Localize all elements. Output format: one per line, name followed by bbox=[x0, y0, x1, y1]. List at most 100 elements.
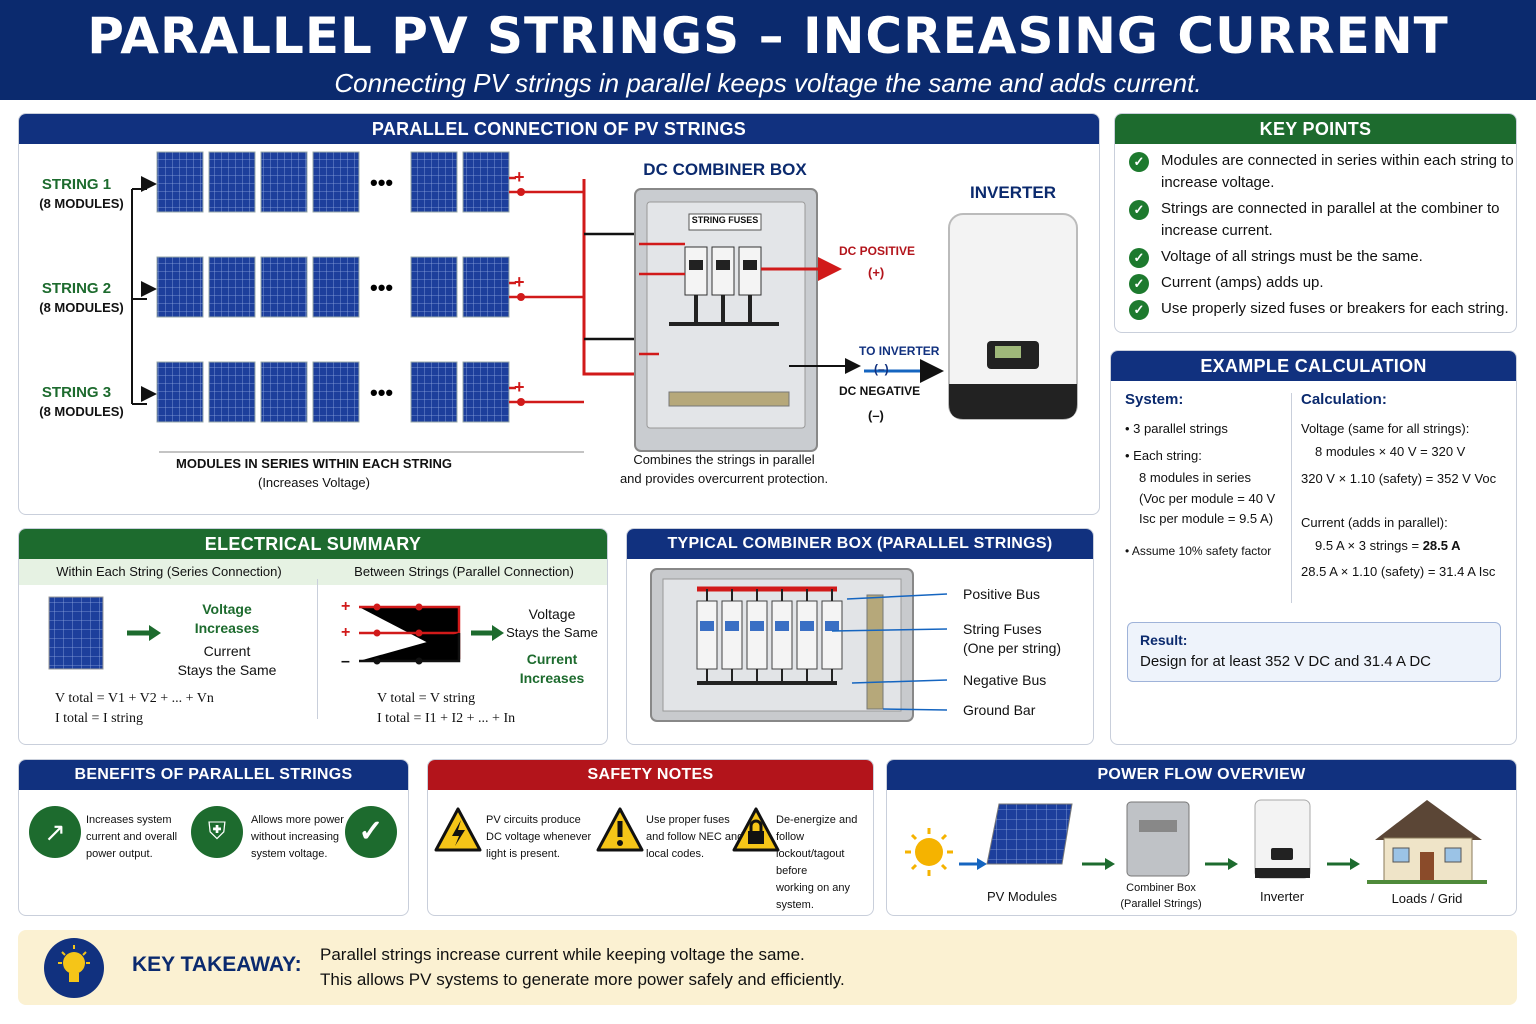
pv-module bbox=[156, 361, 204, 423]
page-subtitle: Connecting PV strings in parallel keeps … bbox=[334, 68, 1202, 98]
string-bracket bbox=[131, 188, 147, 405]
power-flow-panel: POWER FLOW OVERVIEW PV Modules Combiner … bbox=[886, 759, 1517, 916]
series-voltage-label: Voltage bbox=[202, 601, 252, 617]
pv-module bbox=[462, 151, 510, 213]
pv-module bbox=[312, 361, 360, 423]
string-fuse bbox=[746, 600, 768, 670]
combiner-box bbox=[634, 188, 842, 452]
svg-text:–: – bbox=[341, 653, 350, 670]
safety-title: SAFETY NOTES bbox=[428, 760, 873, 790]
string-fuse bbox=[796, 600, 818, 670]
series-subheading: Within Each String (Series Connection) bbox=[56, 564, 282, 579]
svg-text:+: + bbox=[341, 598, 350, 615]
flow-loads-label: Loads / Grid bbox=[1391, 891, 1463, 906]
typical-combiner-panel: TYPICAL COMBINER BOX (PARALLEL STRINGS) … bbox=[626, 528, 1094, 745]
key-points-list: ✓Modules are connected in series within … bbox=[1115, 150, 1516, 320]
benefits-title: BENEFITS OF PARALLEL STRINGS bbox=[19, 760, 408, 790]
ellipsis-dots: ••• bbox=[370, 380, 393, 405]
combiner-desc-line2: and provides overcurrent protection. bbox=[619, 471, 829, 486]
flow-combiner-label: Combiner Box bbox=[1126, 882, 1196, 894]
example-title: EXAMPLE CALCULATION bbox=[1111, 351, 1516, 381]
power-flow-title: POWER FLOW OVERVIEW bbox=[887, 760, 1516, 790]
calculation-heading: Calculation: bbox=[1301, 391, 1387, 408]
dc-positive-label: DC POSITIVE bbox=[839, 244, 916, 258]
combiner-title: DC COMBINER BOX bbox=[643, 160, 807, 179]
parallel-current-effect: Increases bbox=[519, 670, 585, 686]
pv-module bbox=[260, 256, 308, 318]
check-icon: ✓ bbox=[1129, 274, 1149, 294]
pv-module bbox=[462, 361, 510, 423]
svg-text:+: + bbox=[341, 624, 350, 641]
divider bbox=[1291, 393, 1292, 603]
series-current-label: Current bbox=[203, 643, 251, 659]
series-current-formula: I total = I string bbox=[55, 711, 143, 726]
parallel-voltage-label: Voltage bbox=[528, 606, 576, 622]
pv-module bbox=[208, 256, 256, 318]
system-item: (Voc per module = 40 V bbox=[1139, 491, 1276, 506]
power-flow-diagram bbox=[905, 799, 1487, 884]
flow-inverter-label: Inverter bbox=[1259, 889, 1305, 904]
sun-icon bbox=[905, 828, 953, 876]
electrical-title: ELECTRICAL SUMMARY bbox=[19, 529, 607, 559]
inverter-title: INVERTER bbox=[970, 183, 1056, 202]
parallel-current-formula: I total = I1 + I2 + ... + In bbox=[377, 711, 516, 726]
key-takeaway-banner: KEY TAKEAWAY: Parallel strings increase … bbox=[18, 930, 1517, 1005]
pv-module bbox=[410, 361, 458, 423]
pv-module bbox=[462, 256, 510, 318]
string-fuses-sublabel: (One per string) bbox=[963, 640, 1062, 656]
calc-line: 320 V × 1.10 (safety) = 352 V Voc bbox=[1301, 471, 1497, 486]
series-current-effect: Stays the Same bbox=[177, 662, 277, 678]
dc-negative-label: DC NEGATIVE bbox=[839, 384, 921, 398]
pv-module bbox=[260, 151, 308, 213]
lightbulb-icon bbox=[44, 938, 104, 998]
calc-result-current: 28.5 A bbox=[1422, 538, 1461, 553]
pv-module bbox=[410, 256, 458, 318]
pv-module bbox=[312, 256, 360, 318]
series-sublabel: (Increases Voltage) bbox=[257, 475, 370, 490]
string-1-modules: (8 MODULES) bbox=[39, 196, 124, 211]
positive-bus-label: Positive Bus bbox=[963, 586, 1041, 602]
parallel-subheading: Between Strings (Parallel Connection) bbox=[354, 564, 574, 579]
pv-panel-icon bbox=[986, 803, 1073, 865]
pv-strings: ••••••••• bbox=[141, 151, 584, 423]
list-item: ✓Use properly sized fuses or breakers fo… bbox=[1115, 298, 1516, 320]
takeaway-label: KEY TAKEAWAY: bbox=[132, 953, 302, 976]
positive-bus-wire bbox=[582, 179, 639, 376]
series-label: MODULES IN SERIES WITHIN EACH STRING bbox=[176, 456, 452, 471]
calc-line: 8 modules × 40 V = 320 V bbox=[1315, 444, 1466, 459]
key-points-panel: KEY POINTS ✓Modules are connected in ser… bbox=[1114, 113, 1517, 333]
combiner-box-photo bbox=[650, 568, 948, 722]
string-fuse bbox=[771, 600, 793, 670]
series-voltage-formula: V total = V1 + V2 + ... + Vn bbox=[55, 691, 214, 706]
summary-graphics: + + – bbox=[48, 596, 504, 670]
ellipsis-dots: ••• bbox=[370, 275, 393, 300]
to-inverter-label: TO INVERTER bbox=[859, 344, 940, 358]
house-icon bbox=[1367, 800, 1487, 884]
subheader-bar bbox=[19, 559, 607, 585]
lockout-warning-icon bbox=[732, 807, 780, 852]
parallel-connection-panel: PARALLEL CONNECTION OF PV STRINGS ••••••… bbox=[18, 113, 1100, 515]
list-item: ✓Current (amps) adds up. bbox=[1115, 272, 1516, 294]
pv-module bbox=[260, 361, 308, 423]
growth-chart-icon: ↗ bbox=[29, 806, 81, 858]
pv-module bbox=[156, 256, 204, 318]
result-box: Result: Design for at least 352 V DC and… bbox=[1127, 622, 1501, 682]
plus-sign-2: + bbox=[514, 272, 525, 292]
system-item: Isc per module = 9.5 A) bbox=[1139, 511, 1274, 526]
combiner-desc-line1: Combines the strings in parallel bbox=[633, 452, 815, 467]
dc-positive-symbol: (+) bbox=[868, 265, 885, 280]
string-fuse bbox=[821, 600, 843, 670]
result-text: Design for at least 352 V DC and 31.4 A … bbox=[1140, 653, 1431, 670]
example-calculation-panel: EXAMPLE CALCULATION System: Calculation:… bbox=[1110, 350, 1517, 745]
system-item: • Assume 10% safety factor bbox=[1125, 544, 1272, 558]
dc-negative-symbol: (–) bbox=[868, 408, 884, 423]
result-heading: Result: bbox=[1140, 632, 1188, 648]
inverter-icon bbox=[1254, 799, 1311, 879]
check-icon: ✓ bbox=[1129, 300, 1149, 320]
checkmark-icon: ✓ bbox=[345, 806, 397, 858]
